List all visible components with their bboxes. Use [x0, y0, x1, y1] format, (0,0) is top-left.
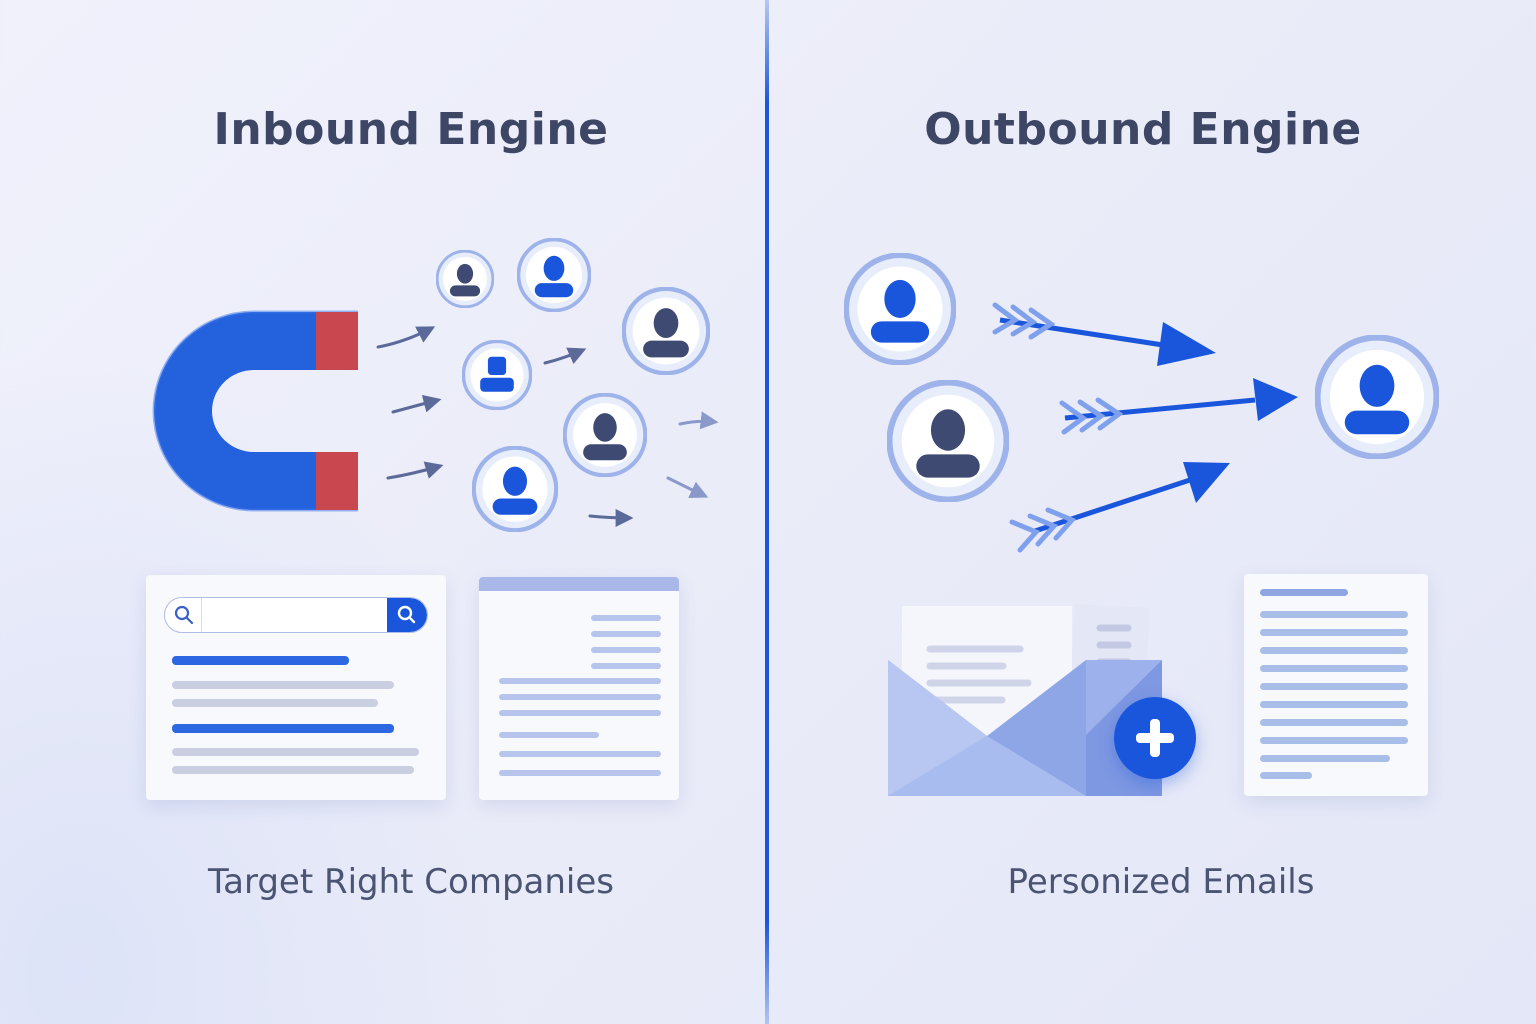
result-text-line: [172, 766, 414, 774]
arrow-icon: [666, 411, 719, 499]
article-text-line: [591, 615, 661, 621]
result-title-line: [172, 656, 349, 665]
panel-divider: [765, 0, 769, 1024]
person-icon: [462, 340, 532, 410]
search-button[interactable]: [387, 598, 427, 632]
article-text-line: [499, 710, 661, 716]
document-text-line: [1260, 701, 1408, 708]
outbound-title: Outbound Engine: [924, 104, 1362, 155]
result-text-line: [172, 748, 419, 756]
document-icon: [1244, 574, 1428, 796]
document-title-line: [1260, 589, 1348, 596]
arrow-icon: [1009, 462, 1230, 553]
envelope-icon: [888, 604, 1162, 796]
document-text-line: [1260, 683, 1408, 690]
article-text-line: [499, 694, 661, 700]
article-text-line: [499, 751, 661, 757]
article-text-line: [499, 678, 661, 684]
search-input[interactable]: [201, 598, 398, 632]
article-header-bar: [479, 577, 679, 591]
arrow-icon: [992, 302, 1216, 366]
search-bar: [164, 597, 428, 633]
person-icon: [846, 255, 954, 363]
article-text-line: [499, 732, 599, 738]
person-icon: [565, 395, 646, 476]
search-results-card: [146, 575, 446, 800]
article-text-line: [499, 770, 661, 776]
search-icon: [174, 605, 194, 625]
document-text-line: [1260, 647, 1408, 654]
person-icon: [436, 250, 494, 308]
result-title-line: [172, 724, 394, 733]
result-text-line: [172, 681, 394, 689]
article-text-line: [591, 631, 661, 637]
person-icon: [624, 289, 708, 373]
article-text-line: [591, 663, 661, 669]
arrow-icon: [1059, 378, 1298, 435]
magnet-icon: [152, 310, 358, 512]
document-text-line: [1260, 755, 1390, 762]
person-icon: [517, 238, 591, 312]
document-text-line: [1260, 665, 1408, 672]
inbound-panel: [0, 0, 766, 1024]
search-icon: [397, 605, 416, 624]
inbound-title: Inbound Engine: [213, 104, 609, 155]
arrow-icon: [376, 326, 634, 527]
article-text-line: [591, 647, 661, 653]
outbound-caption: Personized Emails: [1007, 862, 1315, 902]
document-text-line: [1260, 719, 1408, 726]
article-card: [479, 577, 679, 800]
person-icon: [474, 448, 557, 531]
document-text-line: [1260, 629, 1408, 636]
person-icon: [889, 382, 1006, 499]
document-text-line: [1260, 611, 1408, 618]
result-text-line: [172, 699, 378, 707]
inbound-caption: Target Right Companies: [207, 862, 615, 902]
person-icon: [1317, 337, 1436, 456]
document-text-line: [1260, 737, 1408, 744]
add-email-button[interactable]: [1114, 697, 1196, 779]
document-text-line: [1260, 772, 1312, 779]
plus-icon: [1136, 719, 1174, 757]
